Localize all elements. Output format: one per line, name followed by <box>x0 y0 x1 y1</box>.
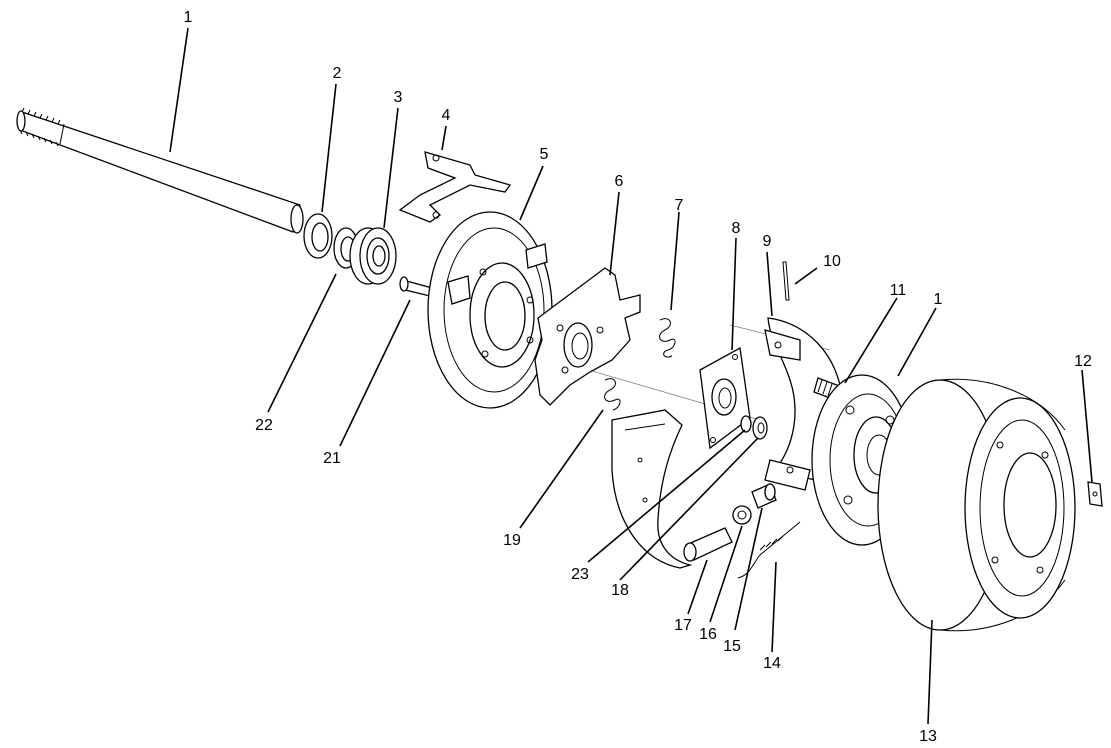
leader-13 <box>927 619 933 725</box>
leader-17 <box>687 559 708 615</box>
callout-10: 10 <box>823 253 841 270</box>
callout-21: 21 <box>323 450 341 467</box>
leader-19 <box>519 409 604 529</box>
callout-23: 23 <box>571 566 589 583</box>
callout-labels: 1 2 3 4 5 6 7 8 9 10 11 1 12 22 21 19 23… <box>184 9 1092 745</box>
bearing <box>349 227 397 285</box>
adjuster-screw <box>683 527 733 562</box>
leader-4 <box>441 125 447 151</box>
callout-1b: 1 <box>934 291 943 308</box>
callout-16: 16 <box>699 626 717 643</box>
leader-1b <box>897 307 937 377</box>
callout-11: 11 <box>890 282 907 299</box>
leader-lines <box>169 27 1093 725</box>
callout-4: 4 <box>442 107 451 124</box>
leader-23 <box>587 429 746 563</box>
callout-1: 1 <box>184 9 193 26</box>
callout-18: 18 <box>611 582 629 599</box>
callout-14: 14 <box>763 655 781 672</box>
callout-19: 19 <box>503 532 521 549</box>
leader-9 <box>766 251 773 317</box>
support-plate <box>534 267 641 406</box>
return-spring-19 <box>604 378 621 411</box>
leader-1 <box>169 27 189 153</box>
brake-shoe-lower <box>611 409 693 569</box>
callout-17: 17 <box>674 617 692 634</box>
callout-8: 8 <box>732 220 741 237</box>
callout-15: 15 <box>723 638 741 655</box>
flange-plate <box>699 346 751 450</box>
callout-9: 9 <box>763 233 772 250</box>
nut <box>752 416 768 440</box>
callout-22: 22 <box>255 417 273 434</box>
leader-2 <box>321 83 337 213</box>
leader-16 <box>709 525 743 623</box>
callout-6: 6 <box>615 173 624 190</box>
leader-18 <box>619 437 759 581</box>
callout-12: 12 <box>1074 353 1092 370</box>
leader-12 <box>1081 369 1093 483</box>
leader-5 <box>519 165 544 221</box>
hold-down-pin <box>782 261 790 301</box>
callout-3: 3 <box>394 89 403 106</box>
leader-21 <box>339 299 411 447</box>
brake-lever-plate <box>398 151 512 223</box>
leader-10 <box>794 267 818 285</box>
leader-8 <box>731 237 737 351</box>
leader-3 <box>383 107 399 229</box>
axle-shaft <box>16 107 304 234</box>
leader-6 <box>609 191 620 276</box>
callout-13: 13 <box>919 728 937 745</box>
leader-7 <box>670 211 680 311</box>
washer <box>740 415 752 433</box>
drum-clip <box>1087 481 1103 507</box>
callout-2: 2 <box>333 65 342 82</box>
stud <box>399 276 433 297</box>
return-spring-7 <box>659 318 676 358</box>
star-wheel <box>732 505 752 525</box>
backing-plate <box>427 211 553 409</box>
callout-5: 5 <box>540 146 549 163</box>
seal <box>303 213 333 259</box>
leader-22 <box>267 273 337 413</box>
leader-11 <box>844 297 898 384</box>
leader-15 <box>734 507 763 631</box>
brake-drum <box>877 372 1076 632</box>
adjuster-spring <box>737 521 801 579</box>
leader-14 <box>771 561 777 653</box>
callout-7: 7 <box>675 197 684 214</box>
adjuster-sleeve <box>751 483 777 509</box>
